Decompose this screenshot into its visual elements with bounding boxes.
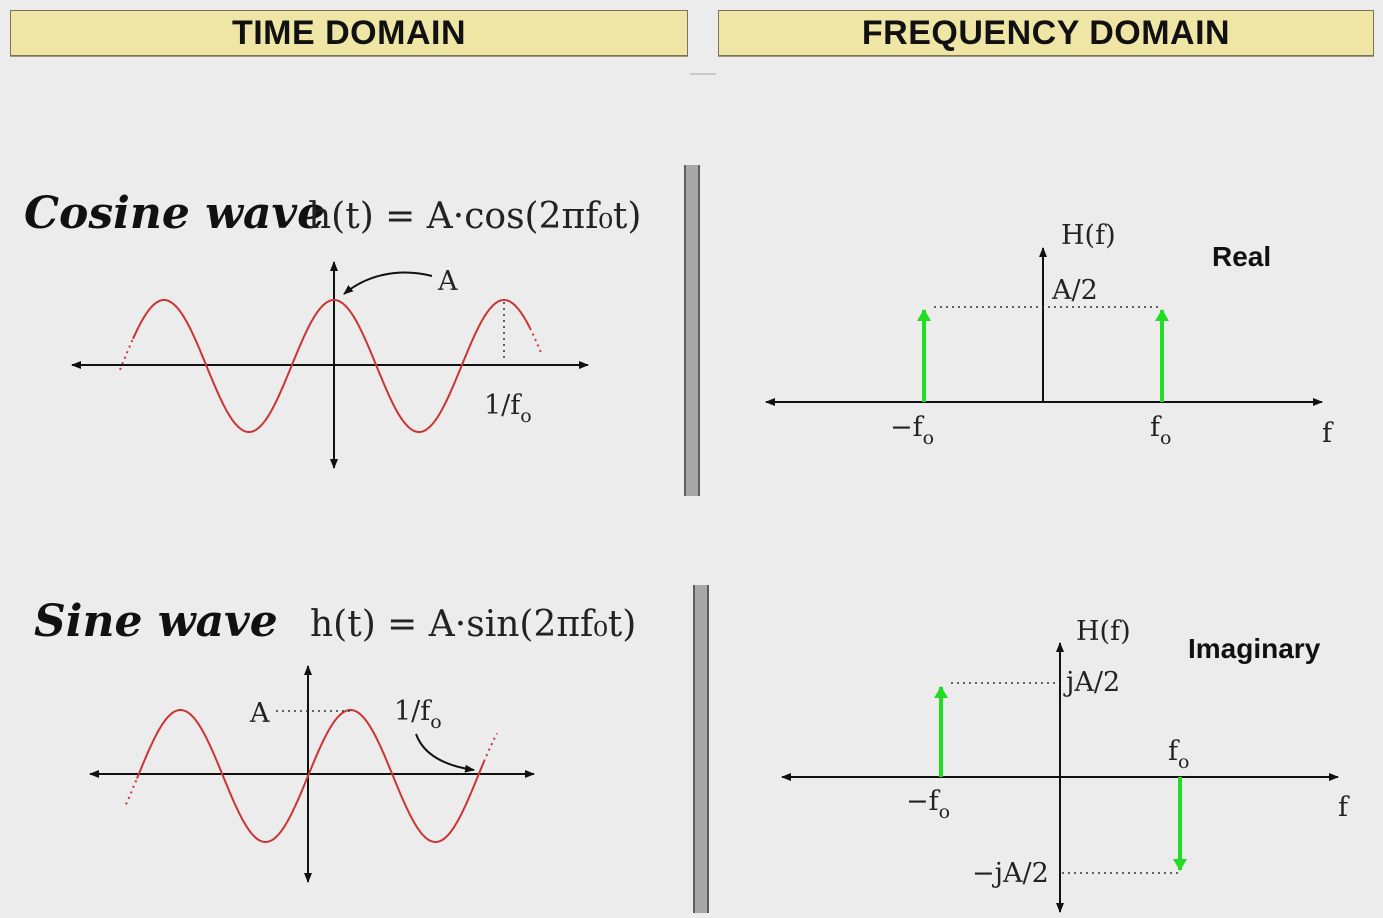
real-spectrum-tag: Real <box>1212 241 1271 272</box>
sine-amplitude-label: A <box>249 698 270 729</box>
sine-period-label: 1/fo <box>394 696 442 733</box>
real-neg-freq-label: −fo <box>890 412 934 449</box>
cosine-wave-curve <box>132 299 531 433</box>
imag-f-label: f <box>1338 792 1350 823</box>
sine-wave-continuation-right <box>483 732 498 762</box>
cosine-amplitude-pointer <box>343 271 433 295</box>
imag-neg-level-label: −jA/2 <box>972 858 1049 889</box>
imag-spectrum-tag: Imaginary <box>1188 633 1321 664</box>
cosine-period-label: 1/fo <box>484 390 532 427</box>
divider-bottom <box>693 585 709 913</box>
imag-neg-freq-label: −fo <box>906 786 950 823</box>
cosine-amplitude-label: A <box>437 266 458 297</box>
real-pos-freq-label: fo <box>1150 412 1171 449</box>
sine-period-pointer <box>415 733 475 773</box>
sine-equation: h(t) = A·sin(2πf₀t) <box>310 604 636 645</box>
cosine-title: Cosine wave <box>24 188 325 239</box>
real-f-label: f <box>1322 418 1334 449</box>
cosine-equation: h(t) = A·cos(2πf₀t) <box>308 196 641 237</box>
sine-wave-curve <box>136 709 485 843</box>
cosine-wave-continuation-right <box>529 327 543 356</box>
divider-top <box>684 165 700 496</box>
sine-wave-continuation-left <box>125 778 138 805</box>
header-gap-mark <box>690 73 716 75</box>
imag-pos-level-label: jA/2 <box>1063 667 1120 698</box>
sine-title: Sine wave <box>34 596 278 647</box>
imag-axis-label: H(f) <box>1076 616 1131 647</box>
imag-pos-freq-label: fo <box>1168 736 1189 773</box>
real-axis-label: H(f) <box>1061 220 1116 251</box>
real-level-label: A/2 <box>1051 275 1098 306</box>
time-domain-header: TIME DOMAIN <box>10 10 688 56</box>
frequency-domain-header: FREQUENCY DOMAIN <box>718 10 1374 56</box>
